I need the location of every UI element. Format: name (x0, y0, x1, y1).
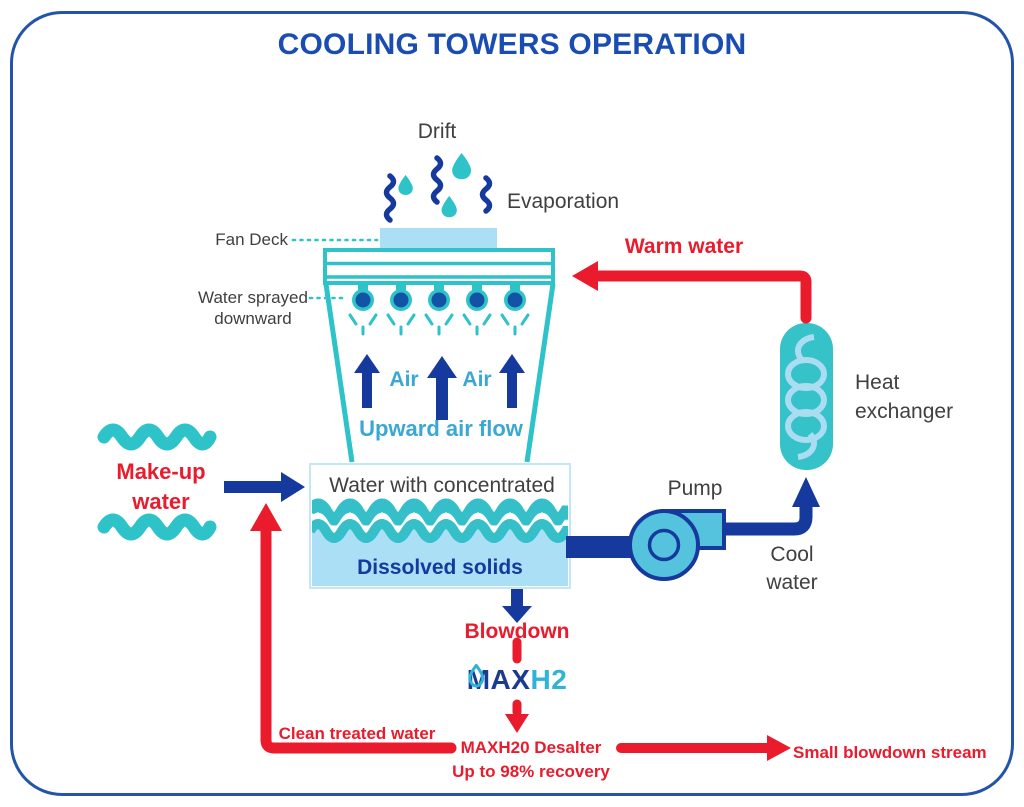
desalter-label: MAXH20 Desalter (460, 738, 602, 757)
pump-suction-pipe (566, 536, 634, 558)
basin-shape (309, 463, 571, 589)
warm-water-label: Warm water (624, 235, 744, 258)
blowdown-dashed-line (505, 637, 529, 733)
clean-water-return-pipe (250, 503, 457, 754)
makeup-water-wave-icon (97, 423, 217, 541)
leader-dotted-lines (291, 238, 379, 300)
pump-label: Pump (667, 477, 723, 500)
upward-air-flow-label: Upward air flow (359, 416, 523, 441)
air-label-1: Air (389, 368, 419, 391)
pump-icon (628, 509, 726, 581)
heat-exchanger-label: Heat exchanger (855, 371, 954, 423)
cooling-tower-top (323, 248, 555, 285)
evaporation-vapor-icon (383, 155, 493, 223)
page-title: COOLING TOWERS OPERATION (277, 28, 747, 61)
heat-exchanger-icon (780, 323, 833, 470)
cool-water-label: Cool water (766, 543, 818, 594)
basin-water-label: Water with concentrated (329, 474, 555, 497)
logo-h2-text: H2 (530, 664, 568, 695)
small-blowdown-stream-label: Small blowdown stream (793, 743, 987, 762)
blowdown-arrow (502, 589, 532, 623)
air-up-arrow-icon (354, 354, 525, 420)
evaporation-label: Evaporation (507, 190, 620, 213)
diagram-border (10, 11, 1014, 796)
fan-deck-label: Fan Deck (215, 230, 288, 249)
dissolved-solids-label: Dissolved solids (357, 556, 523, 579)
recovery-label: Up to 98% recovery (452, 762, 610, 781)
warm-water-pipe (572, 261, 812, 324)
air-label-2: Air (462, 368, 492, 391)
cool-water-pipe (723, 477, 820, 536)
clean-treated-water-label: Clean treated water (278, 724, 436, 743)
water-sprayed-label: Water sprayed downward (198, 288, 308, 328)
water-drop-icon (398, 153, 472, 218)
logo-water-drop-icon (468, 664, 485, 688)
makeup-water-label: Make-up water (116, 459, 206, 514)
makeup-inlet-arrow (224, 472, 305, 502)
blowdown-label: Blowdown (464, 620, 570, 643)
small-blowdown-arrow (616, 735, 791, 761)
cooling-tower-walls (323, 283, 556, 463)
spray-nozzles-icon (348, 282, 530, 336)
drift-label: Drift (417, 120, 457, 143)
